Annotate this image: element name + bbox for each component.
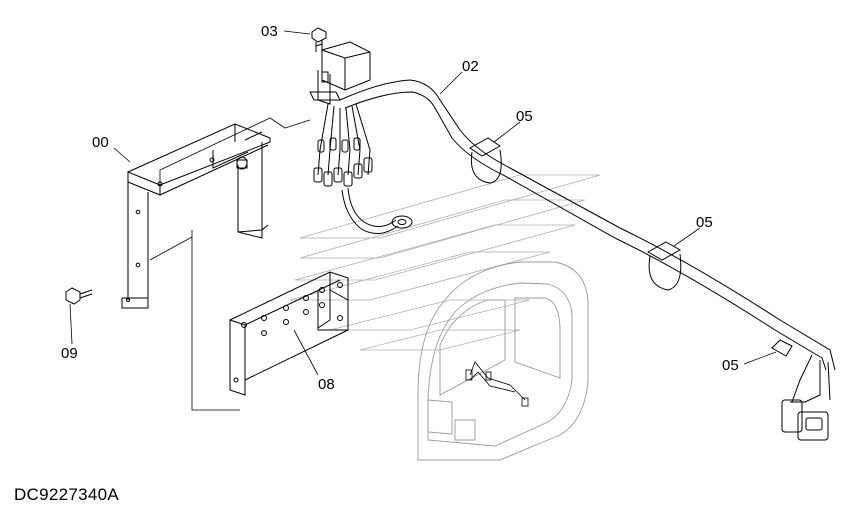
assembly-boundary bbox=[149, 117, 311, 411]
cab-watermark bbox=[289, 174, 601, 461]
callout-00: 00 bbox=[92, 134, 109, 151]
callout-09: 09 bbox=[61, 345, 78, 362]
harness-02 bbox=[309, 41, 836, 441]
clip-05a bbox=[469, 137, 502, 184]
callout-05a: 05 bbox=[516, 108, 533, 125]
leader-lines bbox=[69, 30, 777, 376]
stripe-logo bbox=[289, 174, 601, 351]
bolt-09 bbox=[65, 287, 93, 305]
callout-03: 03 bbox=[261, 23, 278, 40]
callout-08: 08 bbox=[318, 376, 335, 393]
bracket-08 bbox=[229, 271, 349, 396]
screw-03 bbox=[311, 27, 327, 52]
drawing-code: DC9227340A bbox=[14, 485, 120, 504]
callout-05c: 05 bbox=[722, 357, 739, 374]
bracket-00 bbox=[121, 123, 271, 309]
callout-02: 02 bbox=[462, 58, 479, 75]
clip-05b bbox=[646, 241, 682, 291]
callout-05b: 05 bbox=[696, 214, 713, 231]
